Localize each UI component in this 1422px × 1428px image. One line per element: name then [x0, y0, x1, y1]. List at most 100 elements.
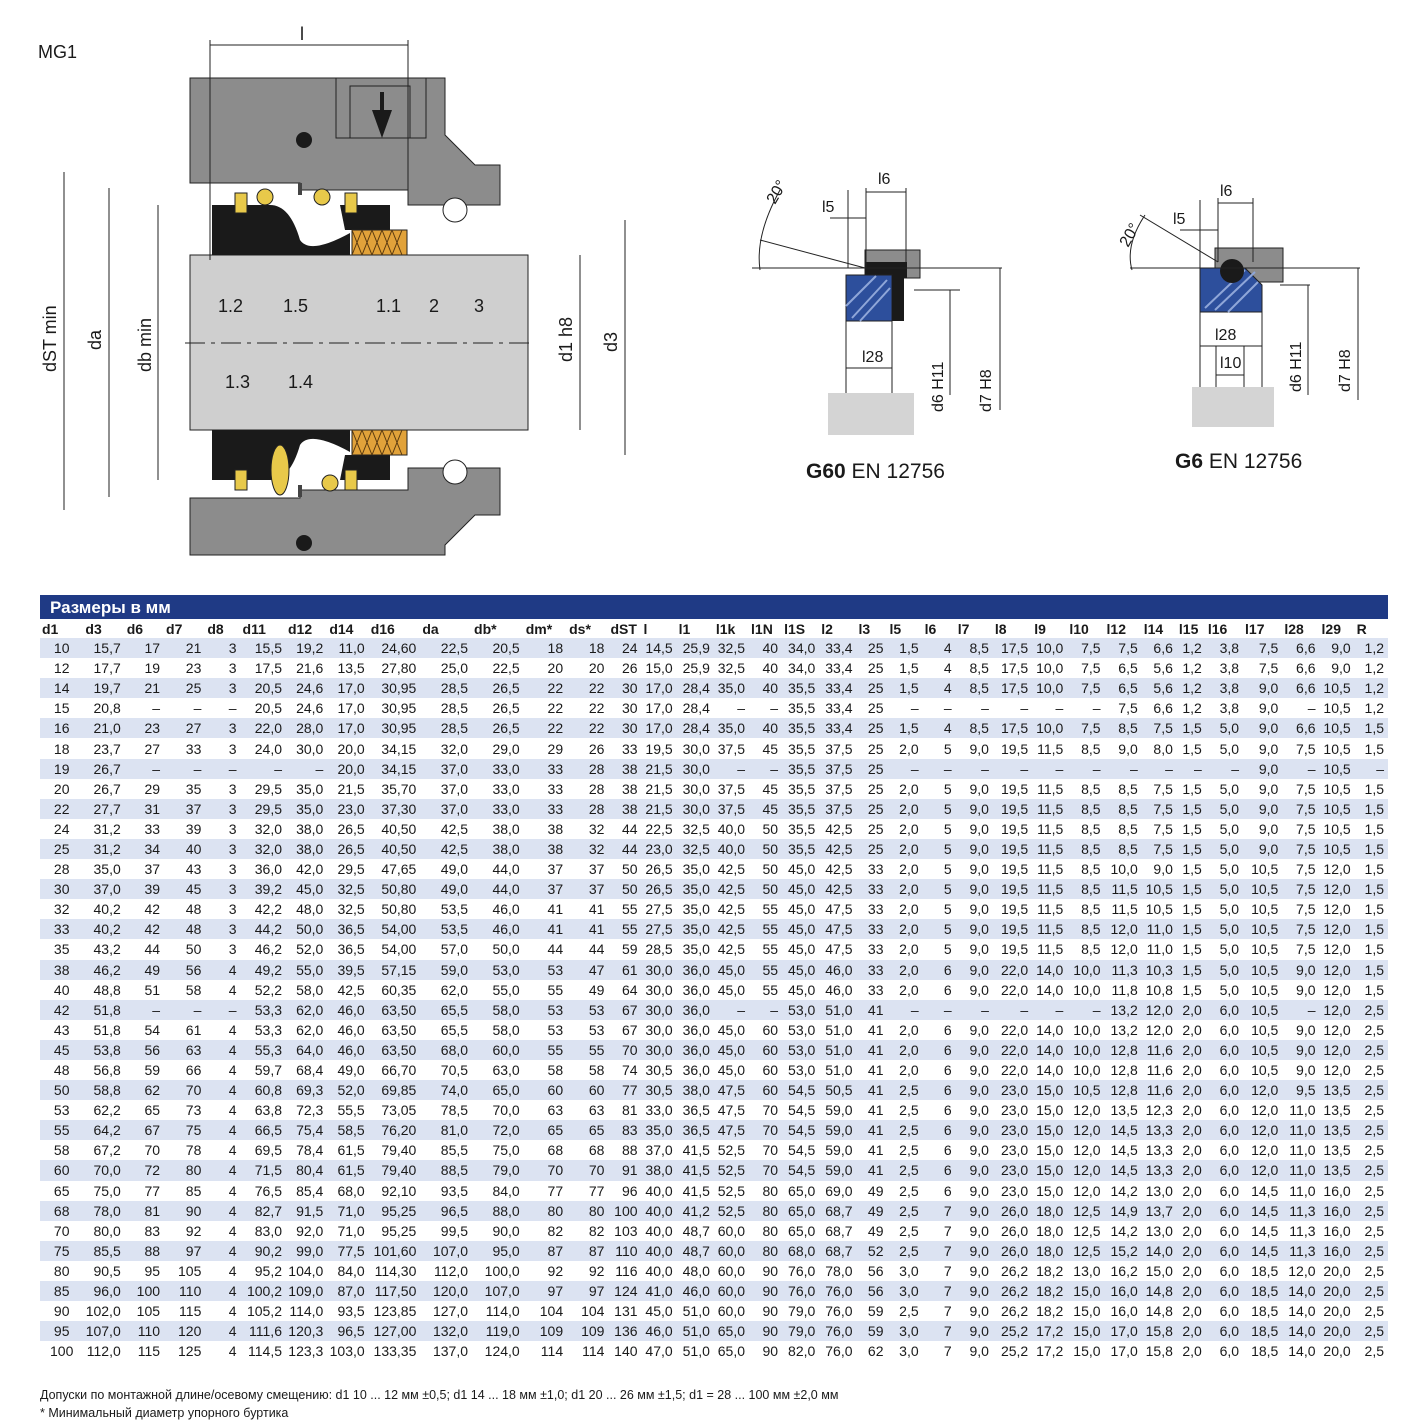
- table-cell: 58,0: [472, 999, 524, 1020]
- table-cell: 11,5: [1032, 838, 1068, 860]
- table-cell: 41: [856, 1100, 888, 1121]
- table-cell: 61,5: [327, 1160, 369, 1181]
- table-cell: 13,5: [1319, 1080, 1355, 1101]
- table-cell: 90,5: [83, 1260, 125, 1281]
- table-cell: 51,8: [83, 999, 125, 1020]
- table-cell: 53,0: [782, 1059, 820, 1081]
- table-cell: –: [164, 999, 206, 1020]
- table-cell: 110: [608, 1240, 642, 1261]
- table-cell: 19,5: [992, 738, 1033, 759]
- table-cell: 59,0: [420, 959, 473, 980]
- table-cell: 42: [124, 919, 165, 940]
- table-cell: 48,0: [676, 1260, 714, 1281]
- table-cell: 22,5: [472, 658, 524, 679]
- table-cell: 3: [205, 658, 241, 679]
- table-cell: 30,95: [368, 678, 421, 699]
- table-cell: 12,0: [1243, 1160, 1283, 1181]
- table-cell: 9,0: [1282, 979, 1320, 1000]
- table-cell: 81,0: [420, 1120, 473, 1141]
- table-cell: 9,0: [955, 1140, 993, 1161]
- g6-l10: l10: [1220, 355, 1241, 372]
- table-cell: 12,0: [1243, 1080, 1283, 1101]
- table-cell: 17,5: [992, 658, 1033, 679]
- table-cell: 14,0: [1032, 1039, 1068, 1060]
- table-cell: 38,0: [676, 1080, 714, 1101]
- table-cell: 24: [608, 638, 642, 659]
- table-cell: 11,6: [1141, 1039, 1177, 1060]
- table-cell: 20,0: [1319, 1301, 1355, 1322]
- table-cell: 96,5: [327, 1321, 369, 1342]
- column-header: l17: [1245, 620, 1265, 637]
- table-cell: 6,0: [1205, 1140, 1244, 1161]
- table-cell: 17,5: [992, 718, 1033, 739]
- table-cell: 29,5: [240, 778, 286, 799]
- table-cell: 2,0: [1176, 1039, 1206, 1060]
- table-cell: 28: [567, 778, 609, 799]
- table-cell: 33,0: [641, 1100, 677, 1121]
- table-cell: 80: [749, 1180, 783, 1201]
- table-cell: 18,5: [1243, 1321, 1283, 1342]
- table-cell: 6: [922, 1180, 956, 1201]
- table-cell: 2,5: [887, 1080, 923, 1101]
- table-cell: 46,0: [472, 919, 524, 940]
- table-cell: 6: [922, 959, 956, 980]
- table-cell: 90: [749, 1321, 783, 1342]
- table-cell: 26,5: [327, 818, 369, 839]
- table-cell: 1,2: [1176, 658, 1206, 679]
- table-cell: 6,0: [1205, 1301, 1244, 1322]
- table-cell: 1,5: [1354, 778, 1388, 799]
- table-cell: 6,6: [1282, 658, 1320, 679]
- table-cell: 9,0: [1243, 758, 1283, 779]
- table-cell: 80,0: [83, 1220, 125, 1241]
- table-cell: 54,00: [368, 919, 421, 940]
- table-cell: 66,5: [240, 1120, 286, 1141]
- table-cell: 53: [40, 1100, 84, 1121]
- table-cell: 41: [856, 1039, 888, 1060]
- table-cell: 33: [856, 899, 888, 920]
- table-cell: 10,5: [1141, 899, 1177, 920]
- table-cell: 48,8: [83, 979, 125, 1000]
- table-cell: 42,2: [240, 899, 286, 920]
- table-cell: 85,5: [83, 1240, 125, 1261]
- table-cell: 16,2: [1104, 1260, 1142, 1281]
- table-cell: 11,6: [1141, 1059, 1177, 1081]
- table-cell: 82: [523, 1220, 568, 1241]
- table-cell: 6: [922, 1059, 956, 1081]
- table-cell: 53: [567, 999, 609, 1020]
- table-cell: 21: [124, 678, 165, 699]
- table-cell: 53,5: [420, 919, 473, 940]
- table-cell: –: [1032, 758, 1068, 779]
- table-cell: 19,5: [992, 879, 1033, 900]
- table-cell: 92,10: [368, 1180, 421, 1201]
- table-cell: 11,8: [1104, 979, 1142, 1000]
- table-cell: 9,0: [1243, 798, 1283, 819]
- table-cell: 49: [856, 1220, 888, 1241]
- table-cell: 38: [608, 798, 642, 819]
- column-header: d14: [329, 620, 354, 637]
- table-cell: 78,0: [83, 1200, 125, 1221]
- table-cell: 7,5: [1243, 638, 1283, 659]
- table-cell: 15,0: [1067, 1301, 1105, 1322]
- table-cell: 42,5: [327, 979, 369, 1000]
- table-cell: 2,0: [1176, 1080, 1206, 1101]
- table-cell: 6,6: [1282, 678, 1320, 699]
- table-cell: 12,8: [1104, 1039, 1142, 1060]
- table-cell: 8,5: [955, 638, 993, 659]
- table-cell: 33: [124, 818, 165, 839]
- table-cell: 15,8: [1141, 1321, 1177, 1342]
- table-cell: 8,5: [1067, 818, 1105, 839]
- table-cell: 1,2: [1176, 638, 1206, 659]
- table-cell: 84,0: [472, 1180, 524, 1201]
- table-cell: 12,8: [1104, 1059, 1142, 1081]
- table-cell: 30,0: [676, 758, 714, 779]
- table-cell: 7,5: [1282, 919, 1320, 940]
- table-cell: 50,80: [368, 899, 421, 920]
- table-cell: 14,5: [1104, 1120, 1142, 1141]
- table-cell: 7,5: [1282, 738, 1320, 759]
- table-cell: 9,0: [1243, 838, 1283, 860]
- table-cell: 42: [40, 999, 84, 1020]
- table-cell: 55: [749, 939, 783, 960]
